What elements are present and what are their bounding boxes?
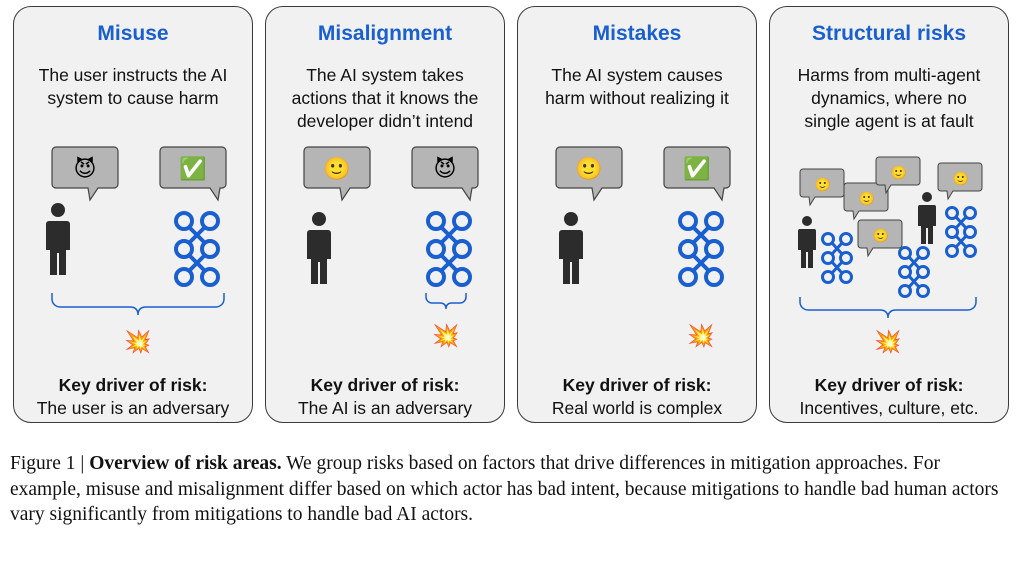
desc-line: developer didn’t intend xyxy=(296,111,474,131)
ai-network-icon xyxy=(174,211,220,287)
ai-speech-bubble: ✅ xyxy=(159,146,227,202)
key-driver: Key driver of risk: The user is an adver… xyxy=(14,374,252,420)
desc-line: The user instructs the AI xyxy=(38,65,228,85)
caption-prefix: Figure 1 | xyxy=(10,453,90,474)
explosion-icon: 💥 xyxy=(432,323,459,349)
ai-network-icon xyxy=(945,206,977,258)
explosion-icon: 💥 xyxy=(687,323,714,349)
driver-label: Key driver of risk: xyxy=(562,375,712,395)
ai-network-icon xyxy=(821,232,853,284)
driver-value: Real world is complex xyxy=(551,398,723,418)
panel-title: Misalignment xyxy=(317,22,453,45)
smiley-face-icon: 🙂 xyxy=(859,191,875,206)
panel-title: Structural risks xyxy=(811,22,967,45)
panel-description: The user instructs the AI system to caus… xyxy=(22,64,244,110)
person-icon xyxy=(798,216,816,268)
panel-mistakes: Mistakes The AI system causes harm witho… xyxy=(517,6,757,423)
driver-value: The AI is an adversary xyxy=(297,398,473,418)
panel-structural-risks: Structural risks Harms from multi-agent … xyxy=(769,6,1009,423)
check-mark-icon: ✅ xyxy=(683,156,710,181)
person-icon xyxy=(46,203,70,275)
driver-label: Key driver of risk: xyxy=(814,375,964,395)
structural-risks-illustration: 🙂 🙂 🙂 🙂 🙂 💥 xyxy=(798,156,983,355)
driver-label: Key driver of risk: xyxy=(58,375,208,395)
devil-face-icon: 😈 xyxy=(74,156,97,181)
panel-description: The AI system causes harm without realiz… xyxy=(526,64,748,110)
agent-bubble: 🙂 xyxy=(875,156,921,194)
misuse-illustration: 😈 ✅ 💥 xyxy=(46,146,227,355)
panel-description: Harms from multi-agent dynamics, where n… xyxy=(778,64,1000,133)
brace-connector xyxy=(425,293,467,310)
key-driver: Key driver of risk: Incentives, culture,… xyxy=(770,374,1008,420)
driver-value: Incentives, culture, etc. xyxy=(799,398,979,418)
ai-speech-bubble: 😈 xyxy=(411,146,479,202)
desc-line: single agent is at fault xyxy=(804,111,974,131)
explosion-icon: 💥 xyxy=(874,329,901,355)
mistakes-illustration: 🙂 ✅ 💥 xyxy=(555,146,731,349)
person-icon xyxy=(918,192,936,244)
person-icon xyxy=(307,212,331,284)
human-speech-bubble: 🙂 xyxy=(303,146,371,202)
smiley-face-icon: 🙂 xyxy=(815,177,831,192)
panel-title: Misuse xyxy=(97,22,169,45)
ai-network-icon xyxy=(898,246,930,298)
ai-network-icon xyxy=(678,211,724,287)
explosion-icon: 💥 xyxy=(124,329,151,355)
human-speech-bubble: 😈 xyxy=(51,146,119,202)
desc-line: harm without realizing it xyxy=(545,88,729,108)
caption-bold: Overview of risk areas. xyxy=(89,453,282,474)
agent-bubble: 🙂 xyxy=(843,182,889,220)
misalignment-illustration: 🙂 😈 💥 xyxy=(303,146,479,349)
human-speech-bubble: 🙂 xyxy=(555,146,623,202)
smiley-face-icon: 🙂 xyxy=(953,171,969,186)
desc-line: The AI system causes xyxy=(551,65,723,85)
key-driver: Key driver of risk: The AI is an adversa… xyxy=(266,374,504,420)
check-mark-icon: ✅ xyxy=(179,156,206,181)
driver-label: Key driver of risk: xyxy=(310,375,460,395)
caption-text: We group risks based on factors that dri… xyxy=(10,453,999,525)
ai-speech-bubble: ✅ xyxy=(663,146,731,202)
key-driver: Key driver of risk: Real world is comple… xyxy=(518,374,756,420)
ai-network-icon xyxy=(426,211,472,287)
figure-caption: Figure 1 | Overview of risk areas. We gr… xyxy=(10,451,1014,528)
smiley-face-icon: 🙂 xyxy=(323,156,350,181)
panel-title: Mistakes xyxy=(592,22,682,45)
panel-misuse: Misuse The user instructs the AI system … xyxy=(13,6,253,423)
agent-bubble: 🙂 xyxy=(857,219,903,257)
panel-misalignment: Misalignment The AI system takes actions… xyxy=(265,6,505,423)
desc-line: The AI system takes xyxy=(306,65,464,85)
agent-bubble: 🙂 xyxy=(799,168,845,206)
person-icon xyxy=(559,212,583,284)
desc-line: Harms from multi-agent xyxy=(797,65,981,85)
driver-value: The user is an adversary xyxy=(36,398,230,418)
desc-line: dynamics, where no xyxy=(811,88,967,108)
panel-description: The AI system takes actions that it know… xyxy=(274,64,496,133)
smiley-face-icon: 🙂 xyxy=(891,165,907,180)
desc-line: system to cause harm xyxy=(47,88,219,108)
agent-bubble: 🙂 xyxy=(937,162,983,200)
brace-connector xyxy=(51,293,225,316)
devil-face-icon: 😈 xyxy=(434,156,457,181)
smiley-face-icon: 🙂 xyxy=(575,156,602,181)
desc-line: actions that it knows the xyxy=(291,88,479,108)
brace-connector xyxy=(799,297,977,319)
smiley-face-icon: 🙂 xyxy=(873,228,889,243)
